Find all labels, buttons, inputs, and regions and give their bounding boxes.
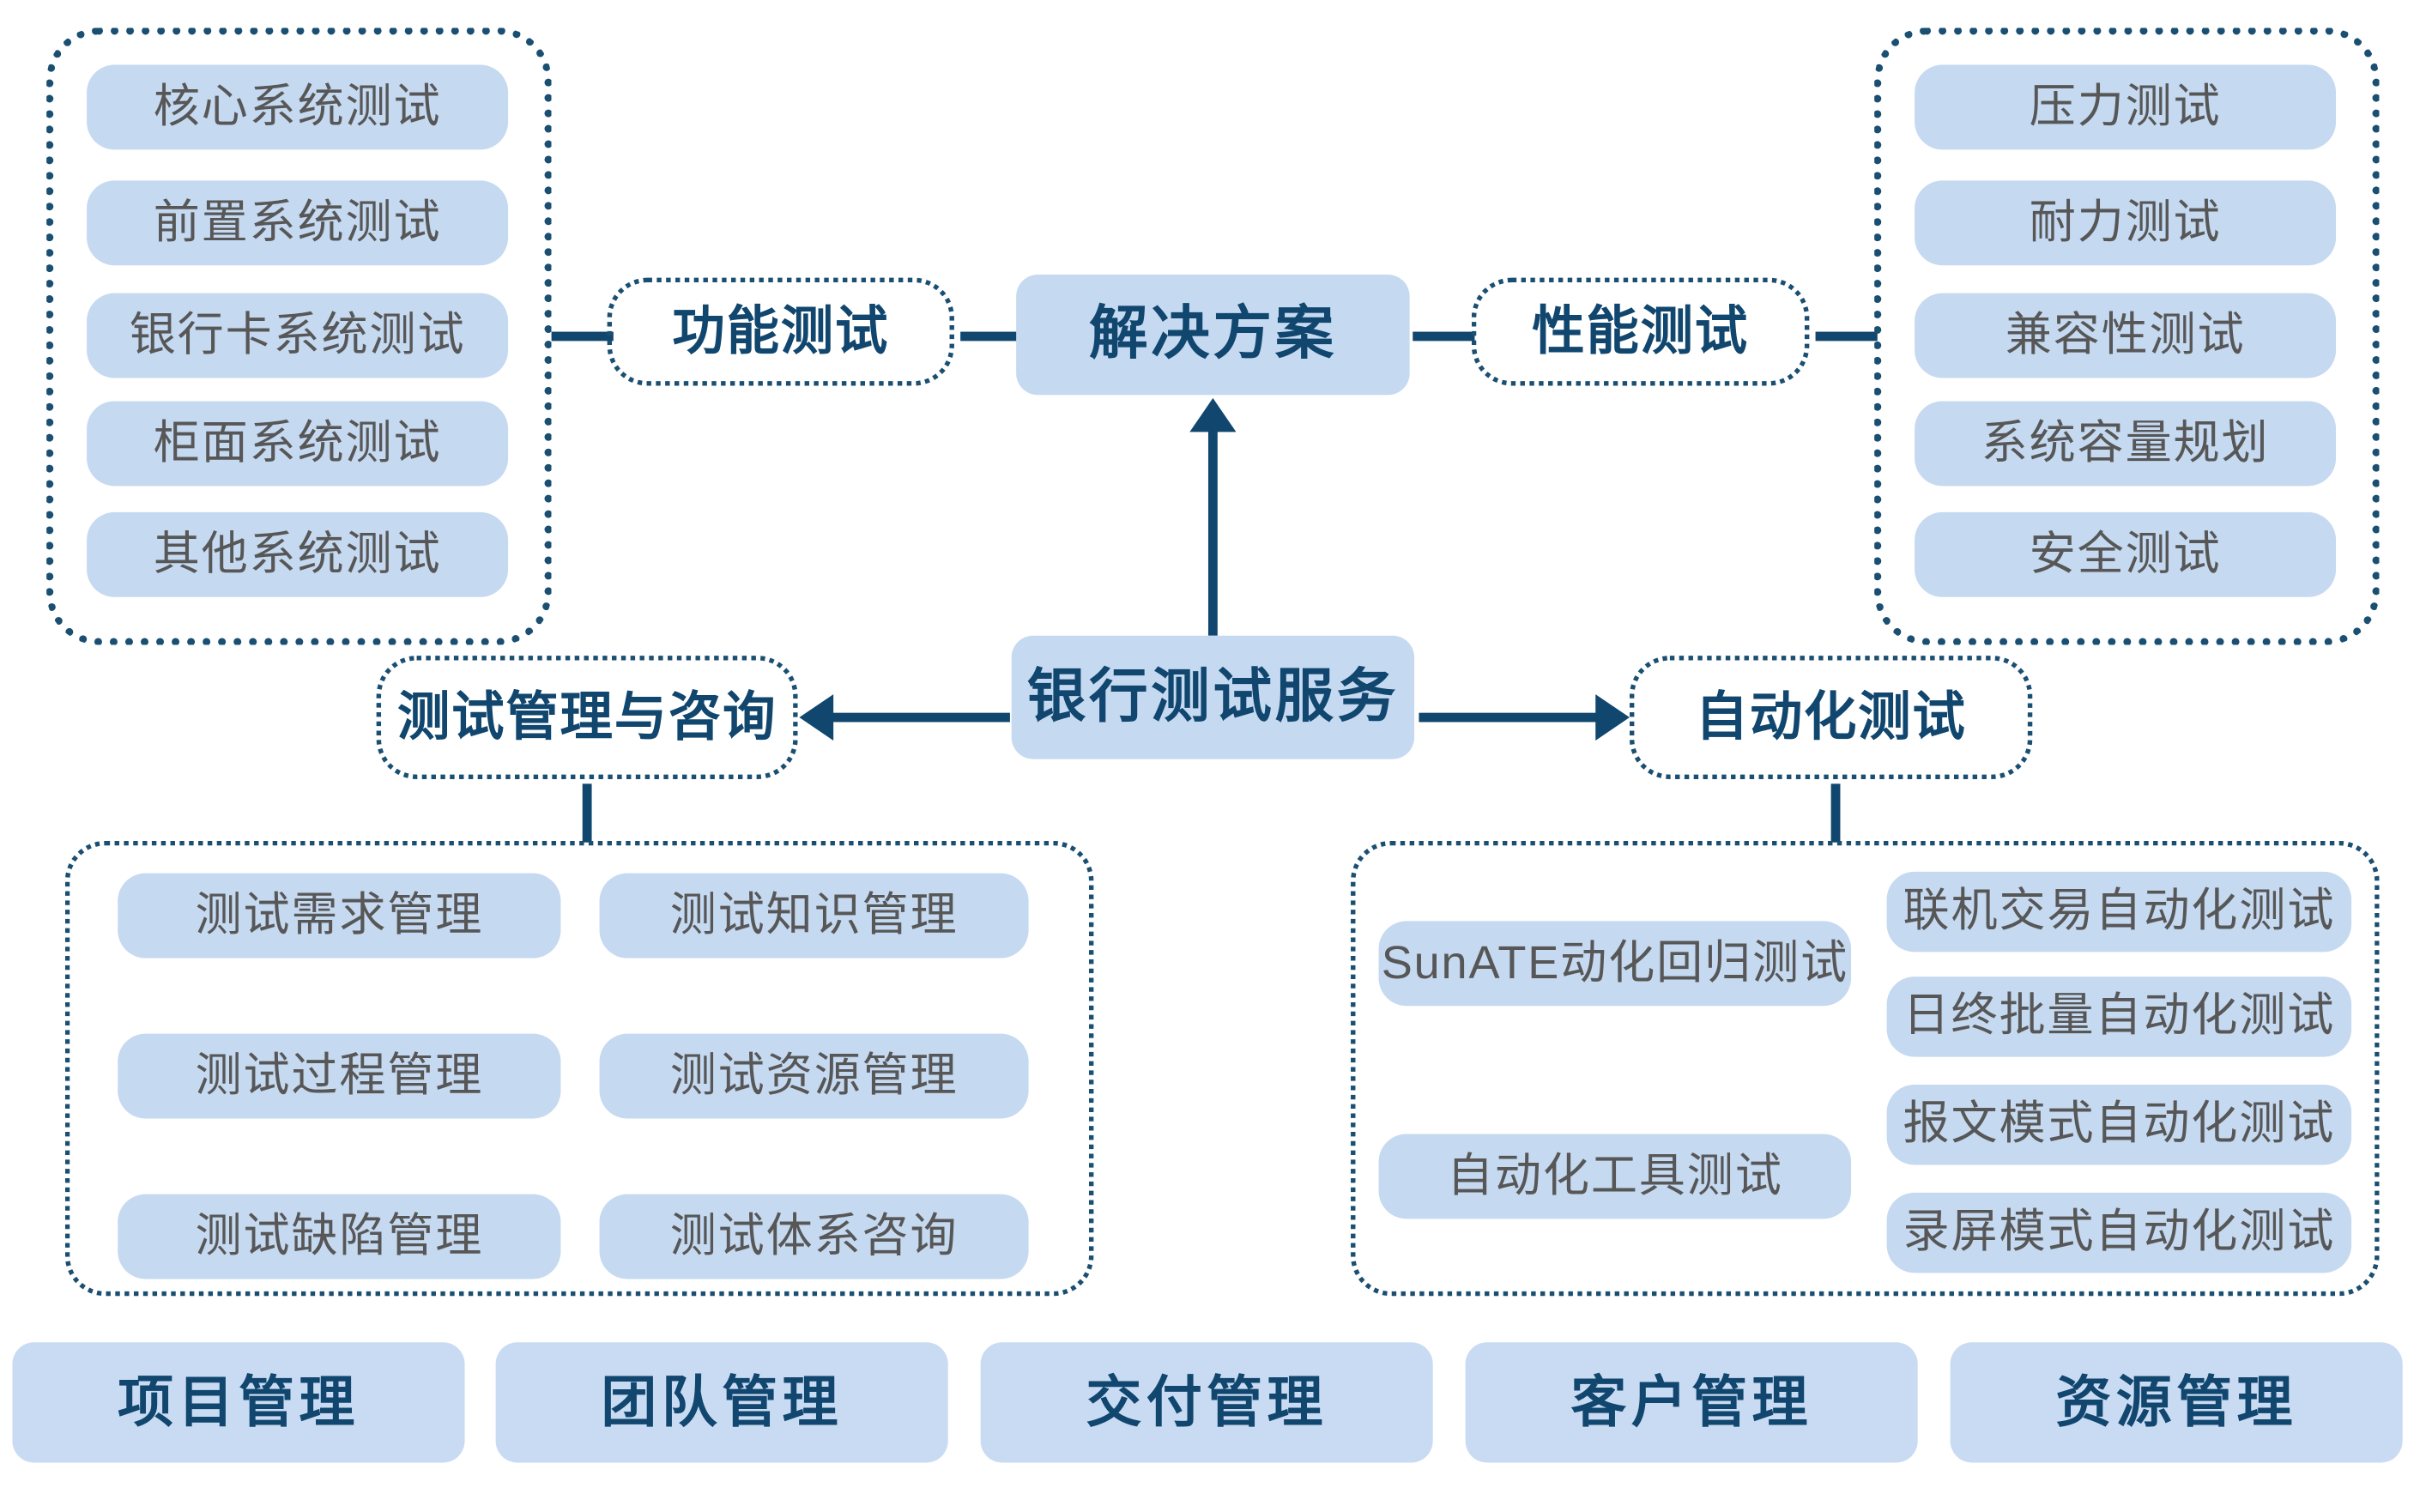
chip-automation-left-0[interactable]: SunATE动化回归测试 [1378, 921, 1852, 1007]
arrow-head-left-to-management [799, 694, 834, 741]
branch-node-management[interactable]: 测试管理与咨询 [376, 656, 798, 779]
chip-automation-right-1[interactable]: 日终批量自动化测试 [1886, 977, 2352, 1057]
chip-functional-1[interactable]: 前置系统测试 [87, 180, 509, 266]
chip-management-right-0[interactable]: 测试知识管理 [599, 873, 1029, 959]
connector-performance-to-group [1815, 331, 1878, 342]
chip-management-left-2[interactable]: 测试缺陷管理 [118, 1194, 561, 1279]
chip-performance-0[interactable]: 压力测试 [1915, 64, 2337, 150]
node-solution[interactable]: 解决方案 [1016, 275, 1410, 396]
connector-functional-group-to-node [551, 331, 614, 342]
chip-functional-4[interactable]: 其他系统测试 [87, 511, 509, 597]
connector-management-to-group [582, 783, 592, 843]
connector-functional-to-solution [960, 331, 1023, 342]
node-root-banking-test-service[interactable]: 银行测试服务 [1011, 635, 1415, 759]
connector-root-to-management [830, 712, 1010, 723]
foundation-card-2[interactable]: 交付管理 [980, 1342, 1433, 1463]
performance-testing-group-box [1874, 27, 2380, 645]
foundation-card-0[interactable]: 项目管理 [12, 1342, 465, 1463]
chip-performance-2[interactable]: 兼容性测试 [1915, 293, 2337, 378]
functional-testing-group-box [46, 27, 552, 645]
chip-performance-4[interactable]: 安全测试 [1915, 511, 2337, 597]
foundation-card-3[interactable]: 客户管理 [1465, 1342, 1918, 1463]
chip-automation-right-3[interactable]: 录屏模式自动化测试 [1886, 1192, 2352, 1273]
chip-management-right-2[interactable]: 测试体系咨询 [599, 1194, 1029, 1279]
chip-management-right-1[interactable]: 测试资源管理 [599, 1033, 1029, 1119]
chip-automation-right-0[interactable]: 联机交易自动化测试 [1886, 871, 2352, 953]
chip-automation-right-2[interactable]: 报文模式自动化测试 [1886, 1084, 2352, 1165]
connector-root-to-automation [1419, 712, 1599, 723]
chip-functional-3[interactable]: 柜面系统测试 [87, 401, 509, 487]
arrow-head-right-to-automation [1595, 694, 1630, 741]
branch-node-functional[interactable]: 功能测试 [607, 277, 954, 386]
chip-automation-left-1[interactable]: 自动化工具测试 [1378, 1134, 1852, 1219]
connector-root-to-solution [1207, 420, 1218, 636]
chip-functional-2[interactable]: 银行卡系统测试 [87, 293, 509, 378]
arrow-head-up-to-solution [1189, 397, 1237, 432]
connector-automation-to-group [1830, 783, 1841, 843]
chip-functional-0[interactable]: 核心系统测试 [87, 64, 509, 150]
connector-solution-to-performance [1413, 331, 1475, 342]
foundation-card-4[interactable]: 资源管理 [1950, 1342, 2403, 1463]
foundation-card-1[interactable]: 团队管理 [495, 1342, 948, 1463]
chip-management-left-1[interactable]: 测试过程管理 [118, 1033, 561, 1119]
chip-performance-1[interactable]: 耐力测试 [1915, 180, 2337, 266]
automation-group-box [1351, 840, 2380, 1297]
branch-node-performance[interactable]: 性能测试 [1471, 277, 1810, 386]
chip-performance-3[interactable]: 系统容量规划 [1915, 401, 2337, 487]
chip-management-left-0[interactable]: 测试需求管理 [118, 873, 561, 959]
branch-node-automation[interactable]: 自动化测试 [1629, 656, 2033, 779]
management-group-box [64, 840, 1094, 1297]
